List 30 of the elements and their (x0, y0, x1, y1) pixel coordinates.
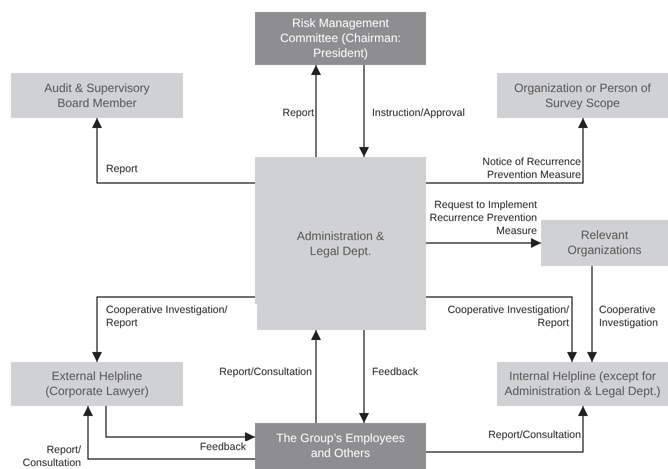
arrow (426, 406, 588, 453)
node-label: Relevant Organizations (566, 228, 643, 258)
process-box (255, 12, 426, 65)
process-box (497, 73, 668, 118)
arrow (426, 118, 588, 184)
arrow (311, 330, 321, 423)
arrow (105, 406, 255, 442)
process-box (11, 73, 183, 118)
arrow (426, 296, 577, 362)
process-box (541, 220, 668, 266)
arrow (359, 330, 369, 423)
arrow (92, 118, 255, 184)
node-label: Internal Helpline (except for Administration & Legal Dept.) (503, 369, 662, 399)
node-label: The Group’s Employees and Others (275, 431, 406, 461)
node-label: Audit & Supervisory Board Member (43, 80, 151, 110)
process-box (497, 362, 668, 406)
node-label: External Helpline (Corporate Lawyer) (44, 369, 150, 399)
node-label: Risk Management Committee (Chairman: President) (279, 16, 402, 61)
arrow (311, 65, 321, 157)
process-box (255, 423, 426, 469)
process-box (11, 362, 183, 406)
arrow (359, 65, 369, 157)
process-box (255, 157, 426, 330)
arrow (587, 266, 597, 362)
node-label: Administration & Legal Dept. (296, 228, 386, 258)
edge-label: Cooperative Investigation/ Report (105, 304, 257, 330)
arrow (92, 296, 255, 362)
node-label: Organization or Person of Survey Scope (513, 80, 652, 110)
arrow (426, 238, 541, 248)
arrow (83, 406, 255, 460)
